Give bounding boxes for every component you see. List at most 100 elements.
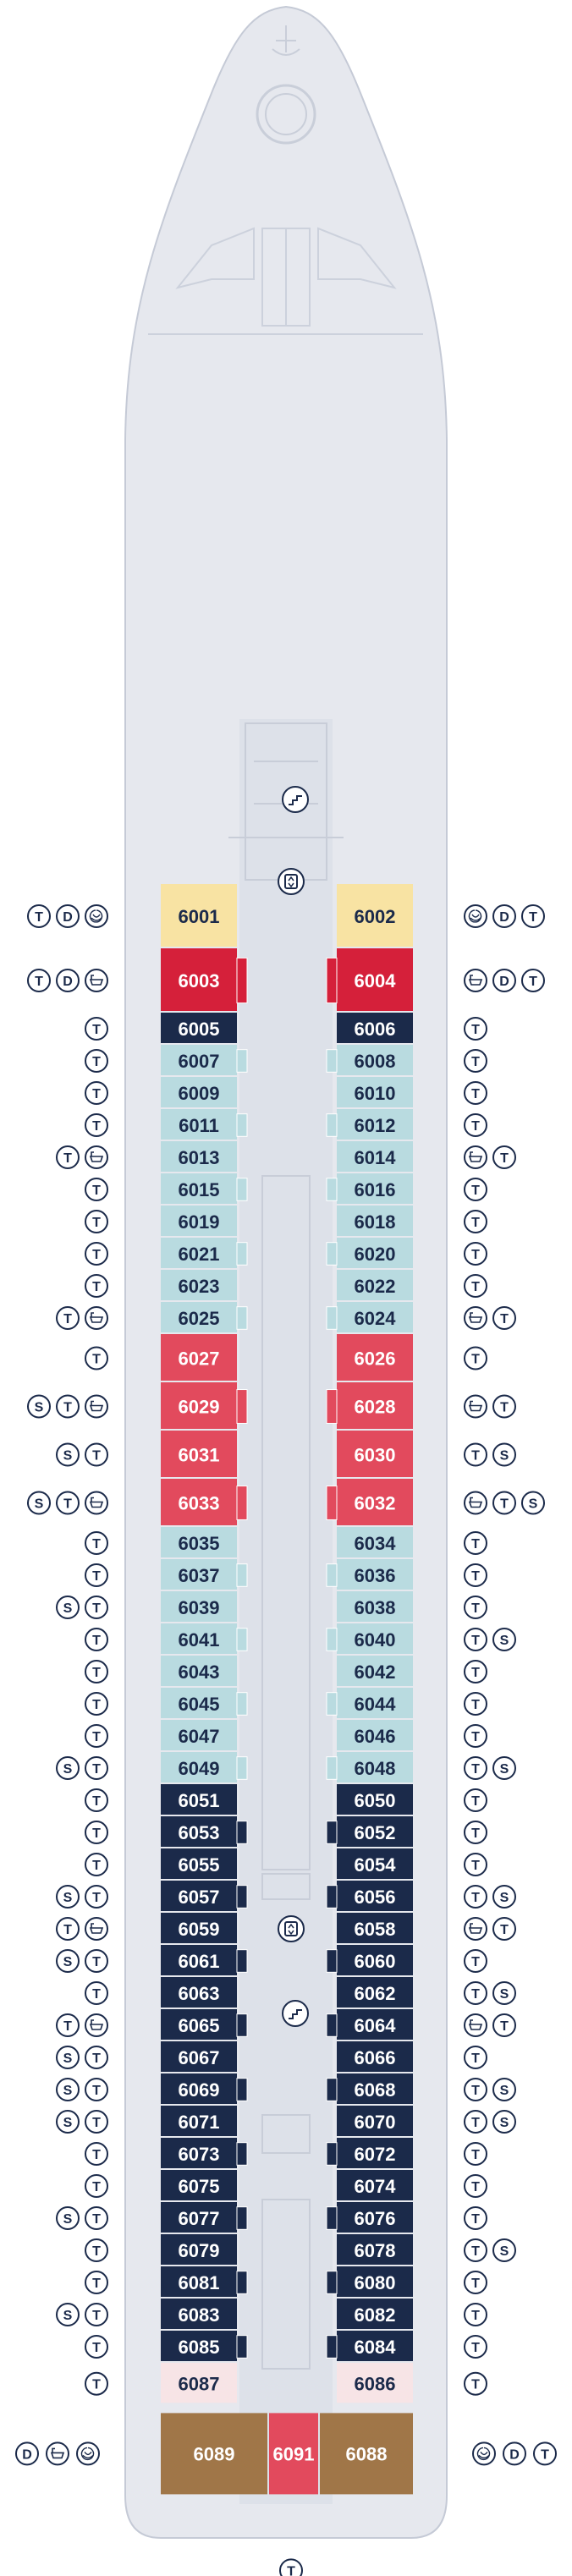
cabin-6035[interactable]: 6035 xyxy=(161,1527,237,1557)
cabin-6029[interactable]: 6029 xyxy=(161,1382,248,1429)
cabin-6076[interactable]: 6076 xyxy=(326,2202,413,2233)
cabin-6056[interactable]: 6056 xyxy=(326,1881,413,1911)
cabin-bath-nub xyxy=(326,1628,338,1651)
cabin-6060[interactable]: 6060 xyxy=(326,1945,413,1975)
cabin-6075[interactable]: 6075 xyxy=(161,2170,237,2200)
cabin-6019[interactable]: 6019 xyxy=(161,1206,237,1236)
twin-bed-badge-icon: T xyxy=(85,2371,108,2396)
cabin-6085[interactable]: 6085 xyxy=(161,2331,248,2361)
cabin-6069[interactable]: 6069 xyxy=(161,2073,248,2104)
cabin-6004[interactable]: 6004 xyxy=(326,948,413,1011)
cabin-6026[interactable]: 6026 xyxy=(337,1334,413,1381)
cabin-bath-nub xyxy=(326,1563,338,1587)
cabin-6009[interactable]: 6009 xyxy=(161,1077,237,1107)
twin-bed-badge-icon: T xyxy=(464,1596,487,1619)
cabin-6013[interactable]: 6013 xyxy=(161,1141,237,1172)
cabin-6034[interactable]: 6034 xyxy=(337,1527,413,1557)
cabin-6071[interactable]: 6071 xyxy=(161,2106,237,2136)
cabin-6022[interactable]: 6022 xyxy=(337,1270,413,1300)
cabin-6041[interactable]: 6041 xyxy=(161,1623,248,1654)
cabin-6039[interactable]: 6039 xyxy=(161,1591,237,1622)
cabin-6043[interactable]: 6043 xyxy=(161,1656,237,1686)
cabin-6062[interactable]: 6062 xyxy=(337,1977,413,2008)
cabin-6089[interactable]: 6089 xyxy=(161,2413,267,2495)
cabin-6049[interactable]: 6049 xyxy=(161,1752,248,1782)
cabin-6045[interactable]: 6045 xyxy=(161,1688,248,1718)
cabin-number: 6011 xyxy=(179,1115,219,1136)
cabin-6016[interactable]: 6016 xyxy=(326,1173,413,1204)
cabin-6052[interactable]: 6052 xyxy=(326,1816,413,1847)
cabin-6065[interactable]: 6065 xyxy=(161,2009,248,2040)
cabin-6079[interactable]: 6079 xyxy=(161,2234,237,2265)
cabin-6002[interactable]: 6002 xyxy=(337,884,413,947)
cabin-6018[interactable]: 6018 xyxy=(337,1206,413,1236)
cabin-6010[interactable]: 6010 xyxy=(337,1077,413,1107)
cabin-6091[interactable]: 6091 xyxy=(269,2413,318,2495)
cabin-6021[interactable]: 6021 xyxy=(161,1238,248,1268)
cabin-6032[interactable]: 6032 xyxy=(326,1479,413,1525)
cabin-6066[interactable]: 6066 xyxy=(337,2041,413,2072)
cabin-6074[interactable]: 6074 xyxy=(337,2170,413,2200)
svg-text:T: T xyxy=(471,1248,480,1262)
cabin-6050[interactable]: 6050 xyxy=(337,1784,413,1815)
cabin-6072[interactable]: 6072 xyxy=(326,2138,413,2168)
cabin-6037[interactable]: 6037 xyxy=(161,1559,248,1590)
cabin-6044[interactable]: 6044 xyxy=(326,1688,413,1718)
cabin-6059[interactable]: 6059 xyxy=(161,1913,237,1943)
cabin-6007[interactable]: 6007 xyxy=(161,1045,248,1075)
cabin-6048[interactable]: 6048 xyxy=(326,1752,413,1782)
twin-bed-badge-icon: T xyxy=(492,1491,516,1515)
cabin-6038[interactable]: 6038 xyxy=(337,1591,413,1622)
cabin-6040[interactable]: 6040 xyxy=(326,1623,413,1654)
cabin-6028[interactable]: 6028 xyxy=(326,1382,413,1429)
twin-bed-badge-icon: T xyxy=(464,1628,487,1651)
cabin-6008[interactable]: 6008 xyxy=(326,1045,413,1075)
cabin-6023[interactable]: 6023 xyxy=(161,1270,237,1300)
cabin-6027[interactable]: 6027 xyxy=(161,1334,237,1381)
svg-text:S: S xyxy=(63,1762,73,1777)
cabin-6078[interactable]: 6078 xyxy=(337,2234,413,2265)
cabin-6058[interactable]: 6058 xyxy=(337,1913,413,1943)
cabin-6070[interactable]: 6070 xyxy=(337,2106,413,2136)
cabin-6006[interactable]: 6006 xyxy=(337,1013,413,1043)
cabin-6012[interactable]: 6012 xyxy=(326,1109,413,1140)
cabin-6063[interactable]: 6063 xyxy=(161,1977,237,2008)
cabin-6005[interactable]: 6005 xyxy=(161,1013,237,1043)
cabin-6015[interactable]: 6015 xyxy=(161,1173,248,1204)
cabin-6047[interactable]: 6047 xyxy=(161,1720,237,1750)
cabin-6003[interactable]: 6003 xyxy=(161,948,248,1011)
cabin-6081[interactable]: 6081 xyxy=(161,2266,248,2297)
cabin-6055[interactable]: 6055 xyxy=(161,1848,237,1879)
twin-bed-badge-icon: T xyxy=(85,1531,108,1555)
cabin-6064[interactable]: 6064 xyxy=(326,2009,413,2040)
cabin-6073[interactable]: 6073 xyxy=(161,2138,248,2168)
cabin-6025[interactable]: 6025 xyxy=(161,1302,248,1332)
cabin-6086[interactable]: 6086 xyxy=(337,2363,413,2403)
cabin-6067[interactable]: 6067 xyxy=(161,2041,237,2072)
cabin-6057[interactable]: 6057 xyxy=(161,1881,248,1911)
cabin-6020[interactable]: 6020 xyxy=(326,1238,413,1268)
cabin-6036[interactable]: 6036 xyxy=(326,1559,413,1590)
cabin-6042[interactable]: 6042 xyxy=(337,1656,413,1686)
cabin-6001[interactable]: 6001 xyxy=(161,884,237,947)
cabin-6051[interactable]: 6051 xyxy=(161,1784,237,1815)
cabin-6011[interactable]: 6011 xyxy=(161,1109,248,1140)
cabin-6080[interactable]: 6080 xyxy=(326,2266,413,2297)
cabin-6083[interactable]: 6083 xyxy=(161,2299,237,2329)
cabin-6068[interactable]: 6068 xyxy=(326,2073,413,2104)
cabin-6030[interactable]: 6030 xyxy=(337,1431,413,1477)
cabin-6024[interactable]: 6024 xyxy=(326,1302,413,1332)
cabin-6014[interactable]: 6014 xyxy=(337,1141,413,1172)
cabin-6033[interactable]: 6033 xyxy=(161,1479,248,1525)
cabin-6053[interactable]: 6053 xyxy=(161,1816,248,1847)
cabin-6077[interactable]: 6077 xyxy=(161,2202,248,2233)
cabin-6088[interactable]: 6088 xyxy=(320,2413,413,2495)
cabin-6046[interactable]: 6046 xyxy=(337,1720,413,1750)
cabin-number: 6051 xyxy=(179,1790,220,1811)
cabin-6061[interactable]: 6061 xyxy=(161,1945,248,1975)
cabin-6054[interactable]: 6054 xyxy=(337,1848,413,1879)
cabin-6082[interactable]: 6082 xyxy=(337,2299,413,2329)
cabin-6031[interactable]: 6031 xyxy=(161,1431,237,1477)
cabin-6084[interactable]: 6084 xyxy=(326,2331,413,2361)
cabin-6087[interactable]: 6087 xyxy=(161,2363,237,2403)
